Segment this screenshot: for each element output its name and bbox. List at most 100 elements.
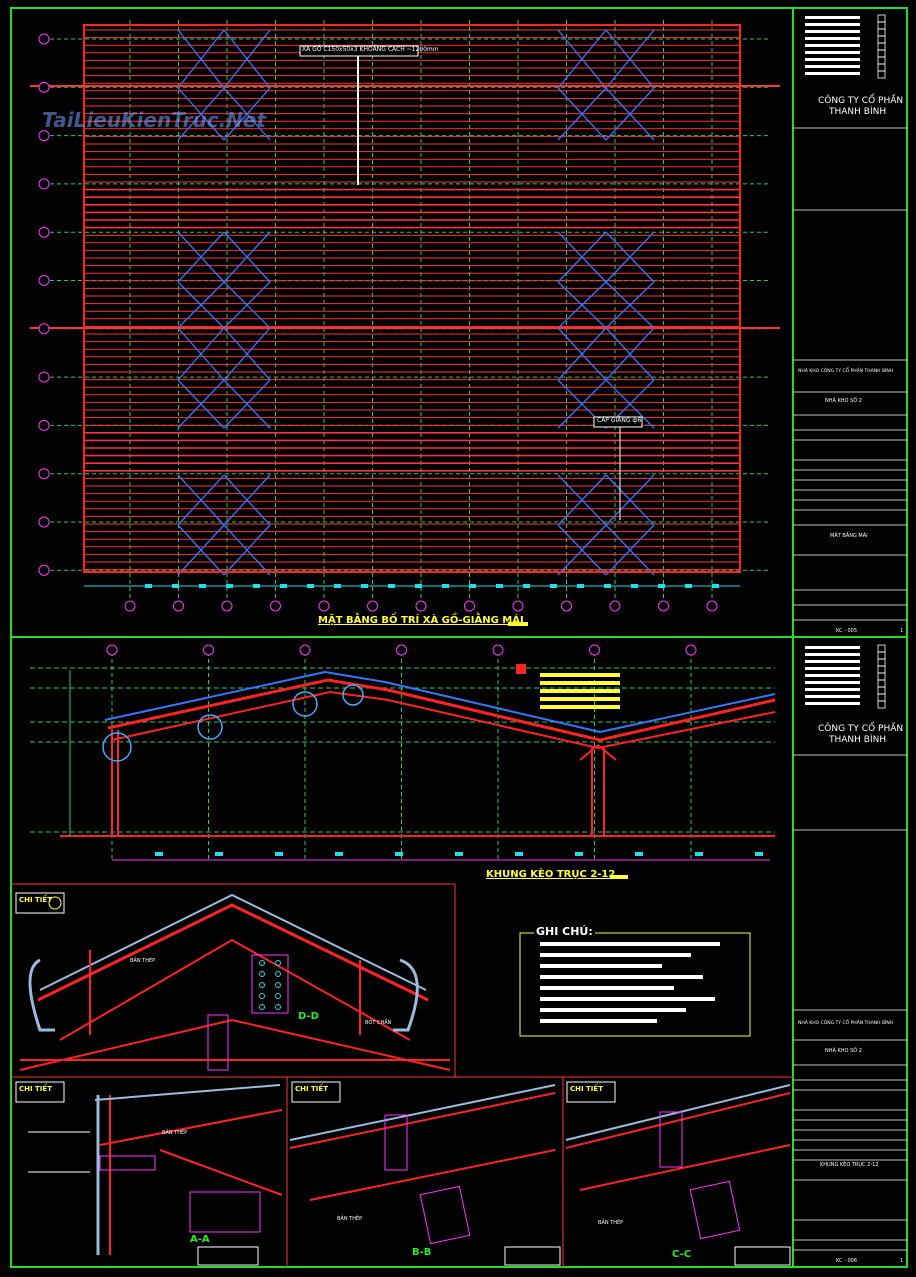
bolt [275,971,281,977]
bracing-crosses [177,29,655,576]
spec-box [504,1246,561,1266]
splice-plate [659,1111,683,1168]
section-label: A-A [190,1234,210,1245]
detail-bb-drawing [289,1081,561,1266]
detail-tag-box [291,1081,341,1103]
tb-checkbox [877,21,886,30]
rafter [159,1149,283,1196]
rafter [289,1092,556,1149]
axis-bubble [221,600,233,612]
label-bar [540,705,620,709]
page-number: 1 [900,628,904,634]
bracing-line [223,87,271,141]
axis-bubble [38,419,50,431]
axis-bubble [685,644,697,656]
splice-plate [207,1014,229,1071]
bracing-line [557,231,607,283]
axis-bubble [464,600,475,612]
bolt-plate [251,954,289,1014]
rafter [579,1144,791,1191]
drawing-title: MẶT BẰNG MÁI [830,533,868,539]
bracing-line [177,29,225,89]
item-name: NHÀ KHO SỐ 2 [825,1048,862,1054]
axis-bubble [38,130,50,142]
tb-text-line [805,688,860,691]
note-line [540,997,715,1001]
plan-bottom-ticks [84,584,740,588]
tb-text-line [805,16,860,19]
bracing-line [557,87,607,141]
note-line [540,975,703,979]
bracing-line [605,474,655,526]
section-label: D-D [298,1011,319,1022]
frame-level-lines [30,667,775,833]
bracing-line [177,281,225,329]
axis-bubble [318,600,330,612]
tb-text-line [805,58,860,61]
bracing-line [223,524,271,576]
tb-checkbox [877,679,886,688]
axis-bubble [589,644,600,656]
rafter [59,938,411,1041]
detail-annotation: BẢN THÉP [130,958,156,964]
tb-checkbox [877,42,886,51]
tb-checkbox [877,658,886,667]
axis-bubble [38,275,50,286]
section-label: C-C [672,1249,692,1260]
bolt [259,960,265,966]
axis-bubble [38,226,50,238]
axis-bubble [38,371,50,383]
roof-sheet-line [104,670,776,734]
bracing-line [557,29,607,89]
tick [695,852,703,856]
frame-elevation-view [30,644,776,879]
axis-bubble [492,644,504,656]
bolt [275,960,281,966]
detail-annotation: BỐT CHẮN [365,1020,392,1026]
axis-bubble [38,323,50,335]
tb-checkbox [877,56,886,65]
lower-chord [19,1018,451,1071]
tick [335,852,343,856]
gutter [393,958,419,1032]
tb-checkbox [877,14,886,23]
tb-text-line [805,51,860,54]
bracing-line [223,231,271,283]
axis-bubble [270,600,281,612]
axis-bubbles-bottom [124,600,718,612]
rafter-top [289,1084,556,1141]
roof-sheet [39,893,427,991]
frame-bottom-ticks [155,852,763,856]
bracing-line [557,379,607,429]
detail-aa-drawing [15,1081,283,1266]
tb-checkbox [877,700,886,709]
rafter [309,1149,556,1201]
bracing-line [605,327,655,381]
frame-grid-lines [111,645,692,860]
tb-checkbox [877,665,886,674]
detail-tag-box [566,1081,616,1103]
axis-bubble [658,600,669,612]
axis-bubble [299,644,311,656]
tb-text-line [805,674,860,677]
company-name-line1: CÔNG TY CỔ PHẦN [818,724,904,734]
axis-bubble [561,600,572,612]
item-name: NHÀ KHO SỐ 2 [825,398,862,404]
bracing-line [605,281,655,329]
drawing-title: KHUNG KÈO TRỤC 2-12 [820,1162,879,1168]
frame-member-labels [540,673,620,709]
tick [575,852,583,856]
tb-text-line [805,695,860,698]
bracing-line [177,379,225,429]
tb-checkbox [877,28,886,37]
bracing-line [605,524,655,576]
detail-tag-box [15,892,65,914]
bolt [259,971,265,977]
note-line [540,986,674,990]
notes-box [519,932,751,1037]
tb-text-line [805,72,860,75]
section-marker [516,664,526,674]
rafter [94,1084,281,1101]
frame-title-underline [610,875,628,879]
axis-bubble [38,33,50,45]
